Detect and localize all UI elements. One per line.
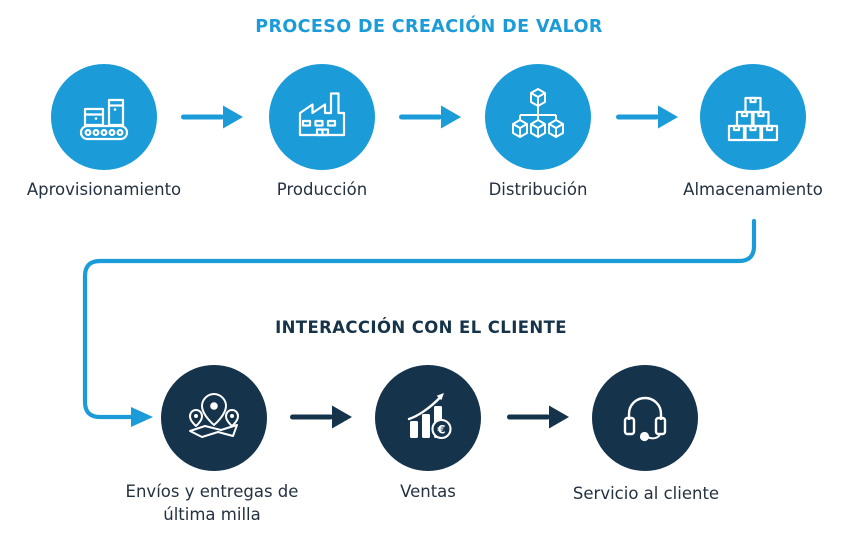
- step-circle-aprovisionamiento: [51, 64, 157, 170]
- step-label-envios: Envíos y entregas de última milla: [125, 482, 299, 525]
- step-circle-ventas: €: [375, 365, 481, 471]
- euro-symbol: €: [436, 422, 445, 436]
- arrow-right-icon: [181, 104, 243, 130]
- step-label-distribucion: Distribución: [488, 180, 588, 199]
- stacked-boxes-icon: [721, 85, 785, 149]
- step-label-servicio: Servicio al cliente: [572, 484, 720, 503]
- step-circle-envios: [161, 365, 267, 471]
- step-circle-distribucion: [485, 64, 591, 170]
- step-circle-produccion: [269, 64, 375, 170]
- interaction-section-title: INTERACCIÓN CON EL CLIENTE: [275, 318, 567, 337]
- sales-growth-euro-icon: €: [396, 386, 460, 450]
- distribution-cubes-icon: [506, 85, 570, 149]
- step-label-almacenamiento: Almacenamiento: [683, 180, 823, 199]
- process-section-title: PROCESO DE CREACIÓN DE VALOR: [255, 17, 603, 37]
- step-label-aprovisionamiento: Aprovisionamiento: [26, 180, 182, 199]
- conveyor-boxes-icon: [72, 85, 136, 149]
- arrow-right-icon: [399, 104, 461, 130]
- map-pins-icon: [182, 386, 246, 450]
- step-label-ventas: Ventas: [400, 482, 456, 501]
- arrow-right-icon: [616, 104, 678, 130]
- step-circle-almacenamiento: [700, 64, 806, 170]
- factory-icon: [290, 85, 354, 149]
- headset-icon: [613, 386, 677, 450]
- arrow-right-icon: [290, 404, 352, 430]
- step-circle-servicio: [592, 365, 698, 471]
- arrow-right-icon: [507, 404, 569, 430]
- step-label-produccion: Producción: [276, 180, 368, 199]
